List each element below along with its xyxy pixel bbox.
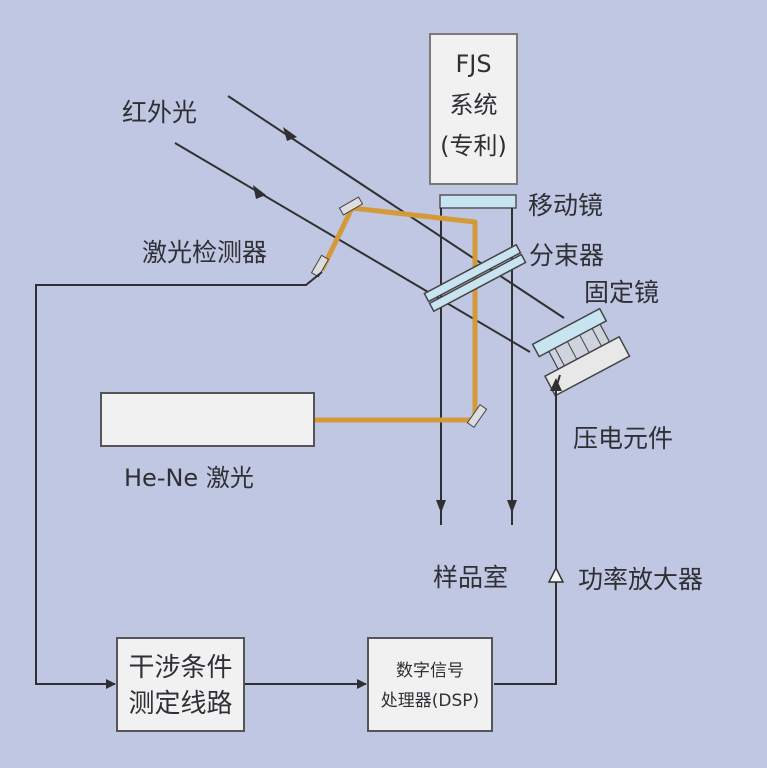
laser-detector-element (310, 254, 330, 278)
fixed-mirror-assembly (531, 307, 631, 397)
label-infrared: 红外光 (122, 98, 198, 127)
dsp-line1: 数字信号 (396, 661, 464, 681)
label-he-ne-laser: He-Ne 激光 (124, 464, 254, 492)
fjs-line1: FJS (455, 50, 492, 78)
label-piezo: 压电元件 (573, 424, 674, 453)
amp-up-arrow (547, 566, 565, 583)
beam-splitter (423, 243, 527, 313)
piezo-up-arrow (550, 378, 562, 391)
label-laser-detector: 激光检测器 (142, 238, 268, 267)
label-sample-room: 样品室 (433, 563, 509, 592)
fjs-box (429, 33, 518, 185)
interference-line2: 测定线路 (128, 689, 233, 719)
infrared-direction-arrows (253, 127, 517, 513)
fjs-line2: 系统 (449, 91, 498, 119)
label-moving-mirror: 移动镜 (528, 191, 604, 220)
label-power-amp: 功率放大器 (578, 565, 704, 594)
he-ne-laser-body (100, 392, 315, 447)
dsp-line2: 处理器(DSP) (380, 691, 480, 711)
label-beam-splitter: 分束器 (529, 241, 605, 270)
laser-mirror-top (338, 196, 364, 216)
dsp-box-text: 数字信号 处理器(DSP) (368, 656, 492, 716)
infrared-beams (174, 95, 565, 525)
interference-box (116, 637, 245, 732)
laser-mirror-bottom (466, 403, 488, 429)
fjs-line3: (专利) (440, 132, 507, 160)
laser-beam (314, 205, 478, 423)
interference-line1: 干涉条件 (128, 653, 233, 683)
dsp-box (367, 637, 493, 732)
label-fixed-mirror: 固定镜 (584, 278, 660, 307)
signal-lines (35, 271, 561, 689)
interference-box-text: 干涉条件 测定线路 (117, 650, 244, 722)
moving-mirror (439, 194, 517, 209)
fjs-box-text: FJS 系统 (专利) (430, 44, 517, 167)
